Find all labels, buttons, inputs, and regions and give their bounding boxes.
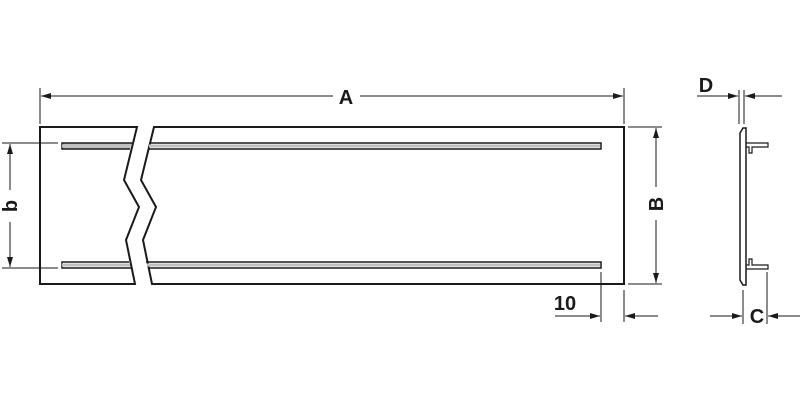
slot-bottom [61,261,602,269]
dimension-A [39,88,625,124]
label-10: 10 [554,293,576,315]
side-profile [739,127,769,286]
dimension-D [697,90,782,124]
label-B: B [646,197,668,211]
label-C: C [750,306,764,328]
dimension-C [710,272,800,324]
label-A: A [339,87,353,109]
plate-right-part [139,126,625,285]
dimension-B [628,126,662,285]
dimension-10 [555,272,658,322]
label-D: D [699,75,713,97]
label-b: b [0,200,22,212]
plate-left-part [39,126,141,285]
slot-top [61,142,602,150]
dimension-b [2,142,58,269]
